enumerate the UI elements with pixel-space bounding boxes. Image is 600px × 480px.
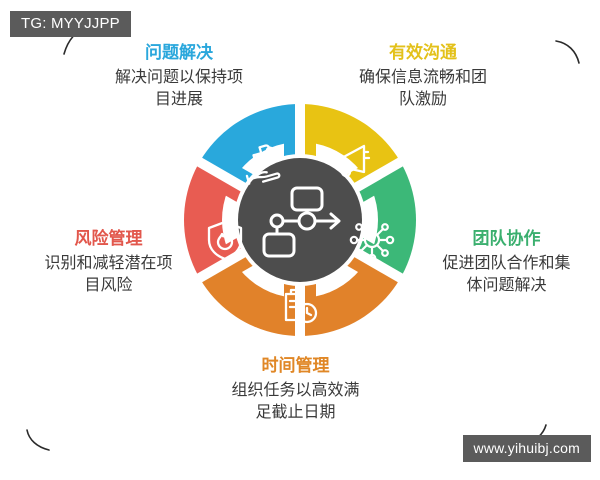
hand-puzzle-piece-icon <box>245 144 281 185</box>
label-desc-team-collaboration-line1: 促进团队合作和集 <box>442 255 571 273</box>
skills-donut-wheel <box>180 100 420 340</box>
workflow-flowchart-icon <box>262 186 341 258</box>
watermark-top-left: TG: MYYJJPP <box>10 11 131 37</box>
label-title-time-management: 时间管理 <box>261 356 330 375</box>
label-desc-team-collaboration-line2: 体问题解决 <box>466 276 547 294</box>
network-nodes-icon <box>349 217 395 263</box>
label-time-management: 时间管理 组织任务以高效满 足截止日期 <box>188 355 403 423</box>
label-title-effective-communication: 有效沟通 <box>389 43 457 62</box>
label-desc-problem-solving-line1: 解决问题以保持项 <box>114 69 243 87</box>
label-desc-problem-solving-line2: 目进展 <box>154 90 203 108</box>
shield-flame-icon <box>207 220 243 261</box>
watermark-bottom-right: www.yihuibj.com <box>462 435 591 462</box>
corner-arc-top-right <box>555 40 580 64</box>
clipboard-clock-icon <box>284 288 318 324</box>
label-desc-risk-management-line1: 识别和减轻潜在项 <box>44 255 173 273</box>
label-problem-solving: 问题解决 解决问题以保持项 目进展 <box>74 42 284 110</box>
label-title-risk-management: 风险管理 <box>74 229 143 248</box>
label-desc-time-management-line1: 组织任务以高效满 <box>231 382 360 400</box>
label-desc-effective-communication-line1: 确保信息流畅和团 <box>358 69 487 87</box>
corner-arc-bottom-left <box>26 429 50 451</box>
label-title-problem-solving: 问题解决 <box>145 43 213 62</box>
donut-svg <box>180 103 420 337</box>
label-team-collaboration: 团队协作 促进团队合作和集 体问题解决 <box>404 228 600 296</box>
label-desc-effective-communication-line2: 队激励 <box>398 90 447 108</box>
megaphone-icon <box>336 144 371 178</box>
label-title-team-collaboration: 团队协作 <box>472 229 541 248</box>
label-desc-risk-management-line2: 目风险 <box>84 276 133 294</box>
label-desc-time-management-line2: 足截止日期 <box>255 403 336 421</box>
label-risk-management: 风险管理 识别和减轻潜在项 目风险 <box>6 228 211 296</box>
label-effective-communication: 有效沟通 确保信息流畅和团 队激励 <box>318 42 528 110</box>
